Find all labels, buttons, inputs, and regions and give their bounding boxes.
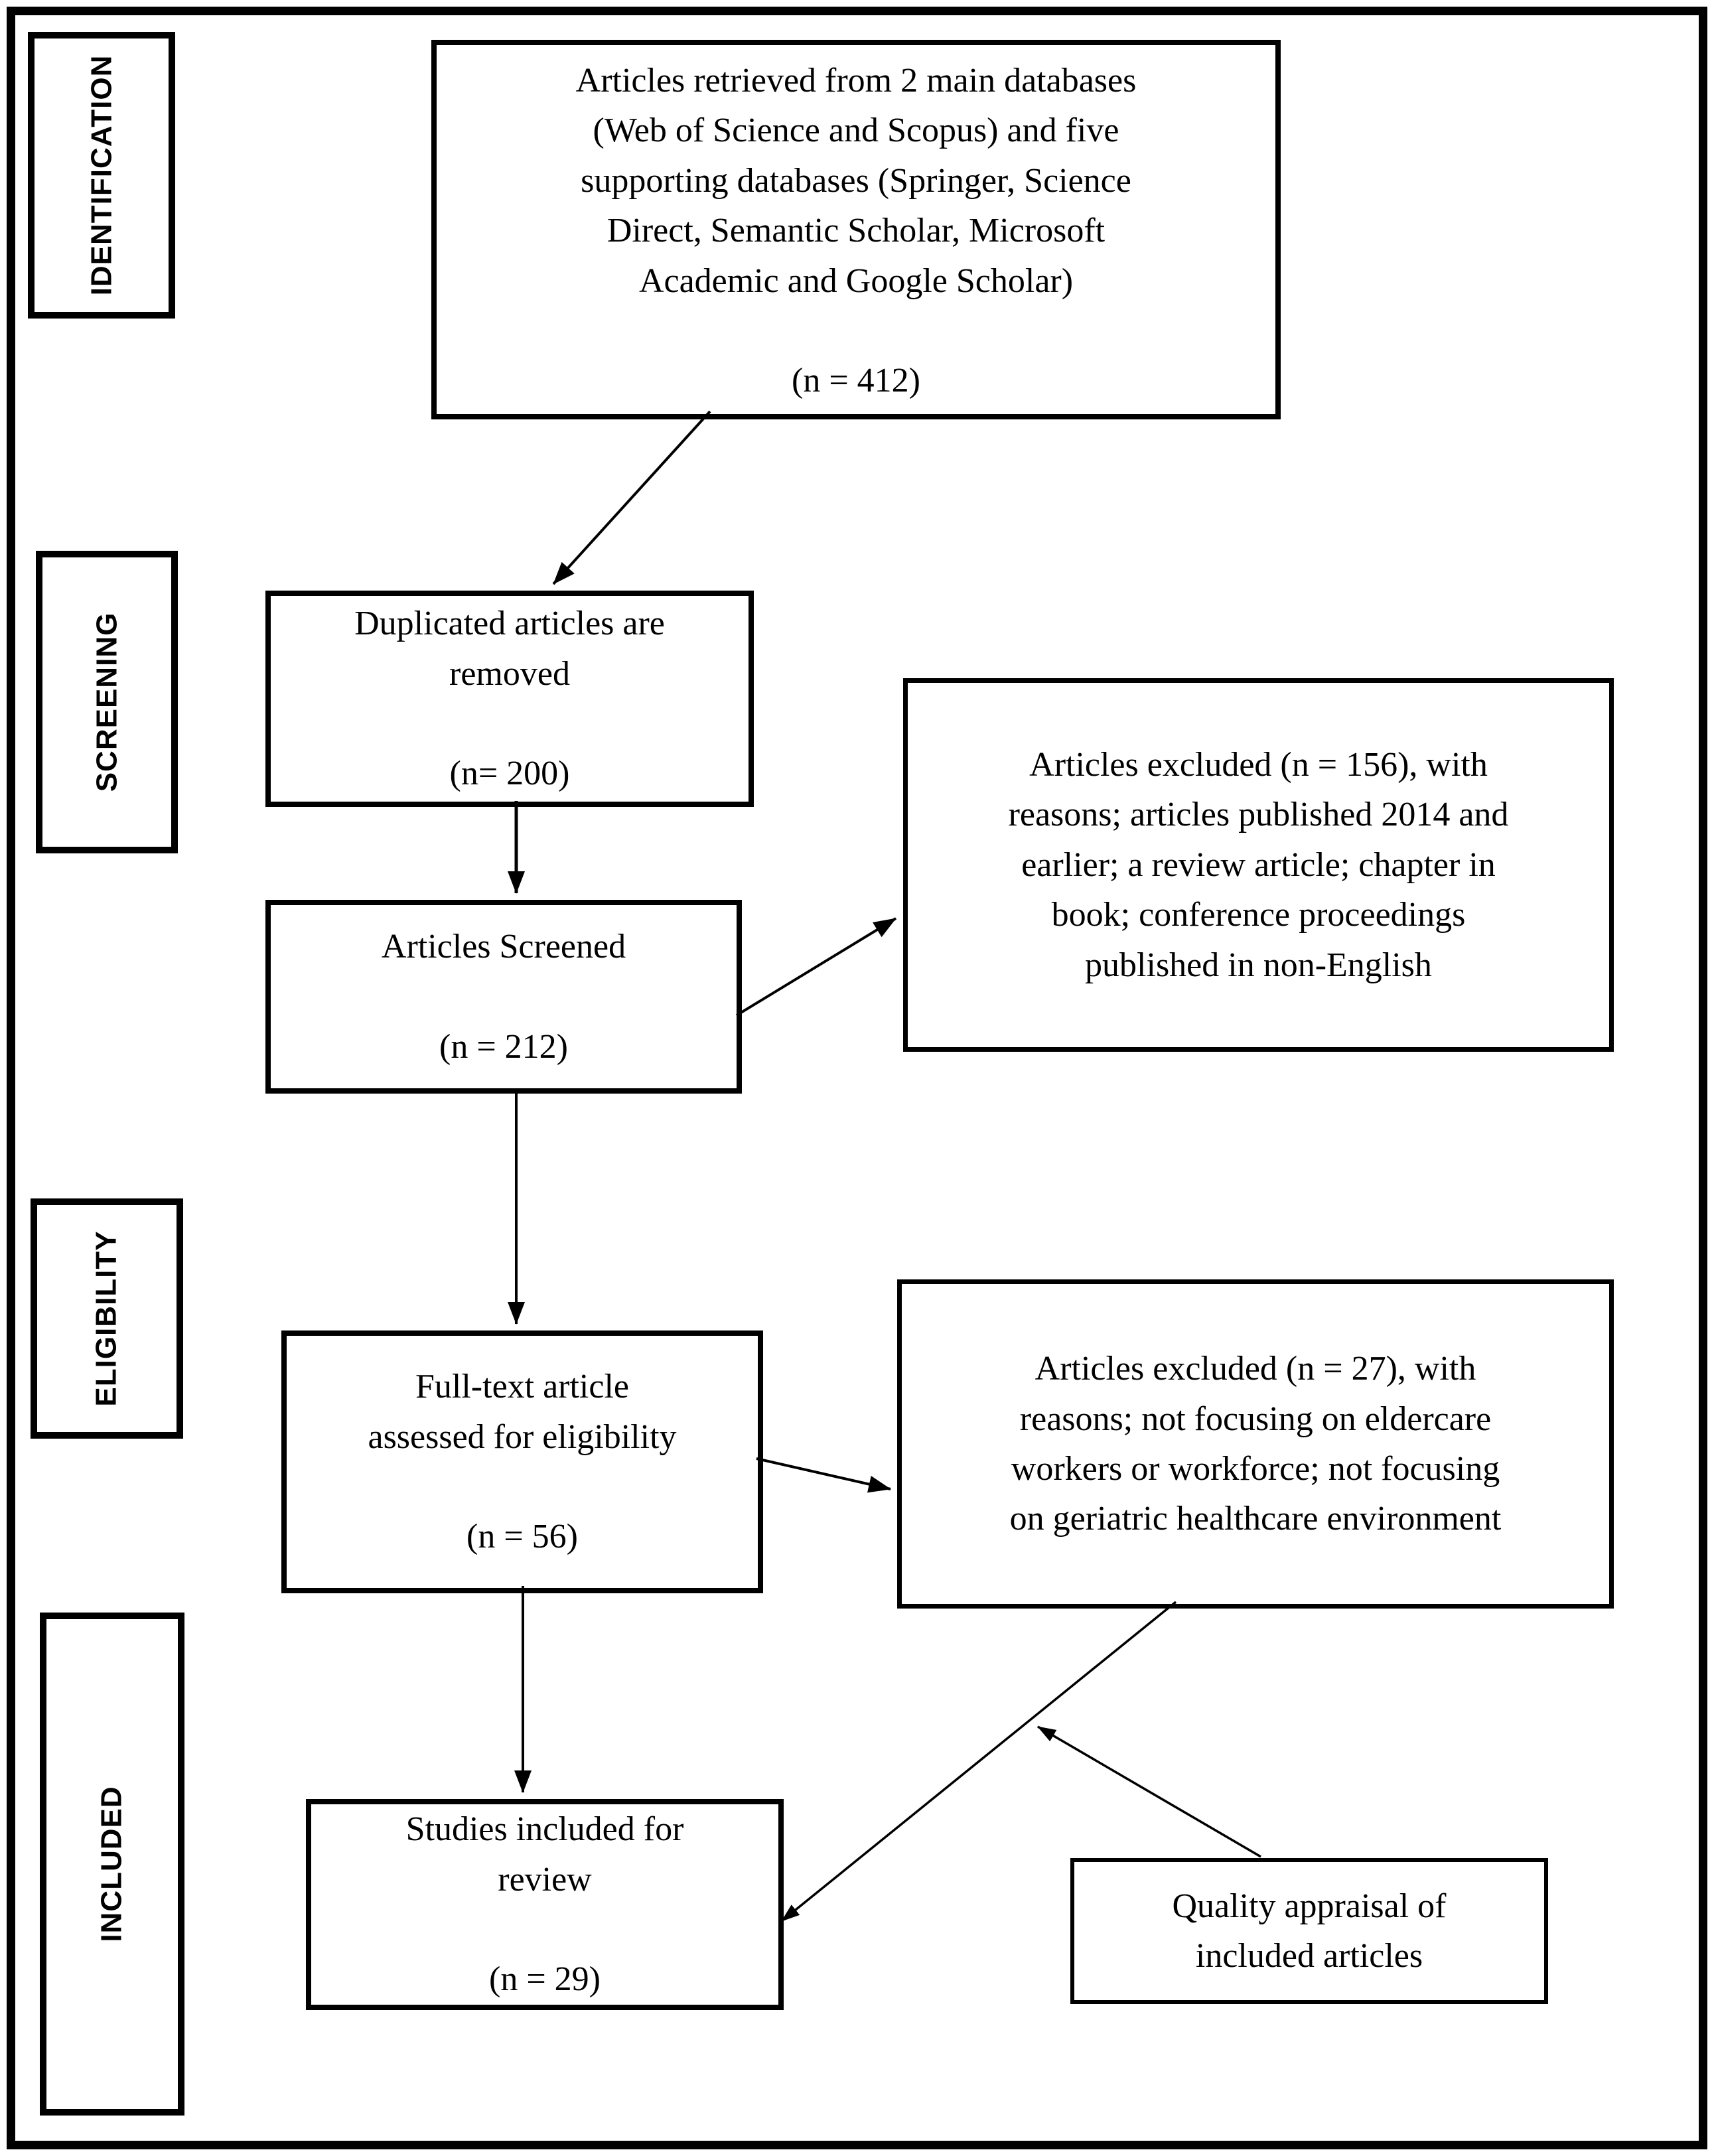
box-studies-included: Studies included for review (n = 29) (306, 1799, 784, 2010)
box-fulltext-assessed-count: (n = 56) (466, 1518, 578, 1556)
stage-box-eligibility: ELIGIBILITY (31, 1198, 183, 1439)
arrow-excluded-eligibility-to-included (780, 1601, 1177, 1922)
box-duplicates-removed-count: (n= 200) (449, 755, 570, 793)
arrow-screened-to-excluded-screening (735, 917, 897, 1017)
stage-box-screening: SCREENING (36, 551, 178, 853)
box-articles-retrieved-text: Articles retrieved from 2 main databases… (575, 62, 1137, 300)
box-excluded-screening-text: Articles excluded (n = 156), with reason… (1008, 746, 1509, 984)
box-quality-appraisal-text: Quality appraisal of included articles (1172, 1887, 1447, 1975)
box-duplicates-removed: Duplicated articles are removed (n= 200) (265, 591, 754, 807)
box-duplicates-removed-text: Duplicated articles are removed (354, 605, 665, 693)
stage-box-identification: IDENTIFICATION (28, 32, 175, 319)
box-studies-included-text: Studies included for review (405, 1810, 684, 1899)
box-quality-appraisal: Quality appraisal of included articles (1070, 1858, 1548, 2004)
box-articles-screened-text: Articles Screened (381, 928, 626, 966)
box-excluded-eligibility-text: Articles excluded (n = 27), with reasons… (1009, 1350, 1502, 1538)
box-articles-retrieved: Articles retrieved from 2 main databases… (431, 40, 1281, 419)
arrow-retrieved-to-duplicates (552, 410, 711, 585)
box-articles-screened: Articles Screened (n = 212) (265, 900, 742, 1094)
box-studies-included-count: (n = 29) (489, 1960, 601, 1999)
stage-box-included: INCLUDED (40, 1613, 184, 2116)
box-articles-screened-count: (n = 212) (439, 1027, 568, 1066)
arrow-fulltext-to-excluded-eligibility (756, 1457, 891, 1493)
outer-border (7, 7, 1707, 2149)
box-excluded-eligibility: Articles excluded (n = 27), with reasons… (897, 1279, 1614, 1609)
box-excluded-screening: Articles excluded (n = 156), with reason… (903, 678, 1614, 1052)
arrow-quality-to-flow (1037, 1725, 1261, 1858)
box-articles-retrieved-count: (n = 412) (792, 361, 920, 399)
box-fulltext-assessed-text: Full-text article assessed for eligibili… (368, 1368, 677, 1456)
